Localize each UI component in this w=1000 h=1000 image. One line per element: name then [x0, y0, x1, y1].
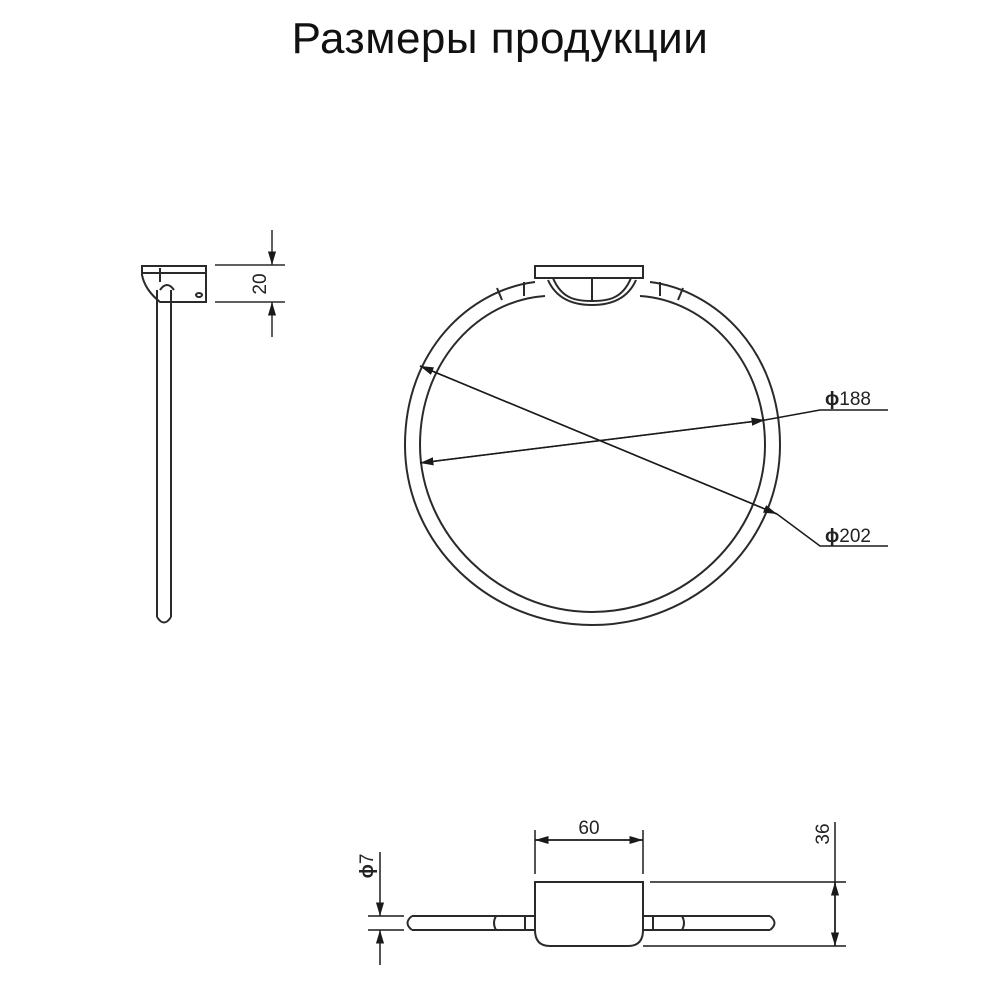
- dim-label-188: ϕ188: [825, 389, 871, 410]
- dim-label-202: ϕ202: [825, 526, 871, 547]
- dimension-leaders: [419, 365, 888, 547]
- dimension-mount-height: [215, 230, 285, 337]
- dim-label-60: 60: [578, 818, 599, 839]
- top-view: [406, 881, 776, 947]
- dim-label-36: 36: [813, 823, 834, 844]
- dim-label-7: ϕ7: [357, 854, 378, 879]
- front-view: [403, 265, 782, 627]
- side-view: [141, 230, 285, 624]
- page-title: Размеры продукции: [291, 14, 709, 63]
- dim-label-20: 20: [250, 273, 271, 294]
- top-view-dimensions: [368, 822, 846, 965]
